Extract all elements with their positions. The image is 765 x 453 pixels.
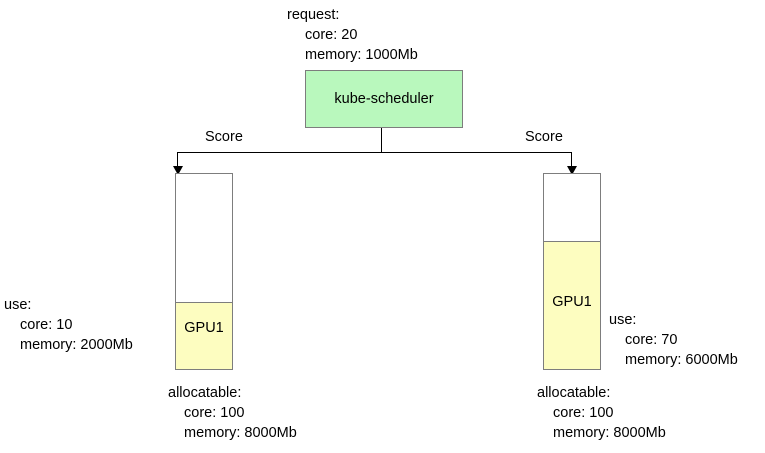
use-block-left: use: core: 10 memory: 2000Mb — [4, 295, 133, 355]
allocatable-memory-left: memory: 8000Mb — [184, 425, 297, 441]
request-annotation: request: core: 20 memory: 1000Mb — [287, 5, 497, 65]
kube-scheduler-label: kube-scheduler — [334, 91, 434, 107]
arrow-head-left-icon — [172, 166, 183, 175]
node-label-right: GPU1 — [552, 294, 592, 310]
request-core: core: 20 — [305, 27, 358, 43]
connector-stem — [381, 128, 383, 153]
allocatable-memory-right: memory: 8000Mb — [553, 425, 666, 441]
allocatable-header-right: allocatable: — [537, 385, 611, 401]
allocatable-core-right: core: 100 — [553, 405, 614, 421]
use-header-left: use: — [4, 297, 32, 313]
use-block-right: use: core: 70 memory: 6000Mb — [609, 310, 738, 370]
arrow-head-right-icon — [566, 166, 577, 175]
allocatable-core-left: core: 100 — [184, 405, 245, 421]
connector-left-drop — [177, 152, 179, 167]
allocatable-block-left: allocatable: core: 100 memory: 8000Mb — [168, 383, 297, 443]
use-core-left: core: 10 — [20, 317, 73, 333]
node-usage-fill-left — [176, 302, 232, 369]
use-memory-right: memory: 6000Mb — [625, 352, 738, 368]
node-label-left: GPU1 — [184, 320, 224, 336]
kube-scheduler-box[interactable]: kube-scheduler — [305, 70, 463, 128]
allocatable-block-right: allocatable: core: 100 memory: 8000Mb — [537, 383, 666, 443]
request-header: request: — [287, 7, 340, 23]
node-usage-fill-right — [544, 241, 600, 369]
node-bar-right[interactable]: GPU1 — [543, 173, 601, 370]
use-memory-left: memory: 2000Mb — [20, 337, 133, 353]
node-bar-left[interactable]: GPU1 — [175, 173, 233, 370]
connector-right-drop — [571, 152, 573, 167]
use-core-right: core: 70 — [625, 332, 678, 348]
use-header-right: use: — [609, 312, 637, 328]
allocatable-header-left: allocatable: — [168, 385, 242, 401]
score-label-left: Score — [205, 129, 243, 145]
score-label-right: Score — [525, 129, 563, 145]
request-memory: memory: 1000Mb — [305, 47, 418, 63]
connector-bus — [177, 152, 572, 154]
